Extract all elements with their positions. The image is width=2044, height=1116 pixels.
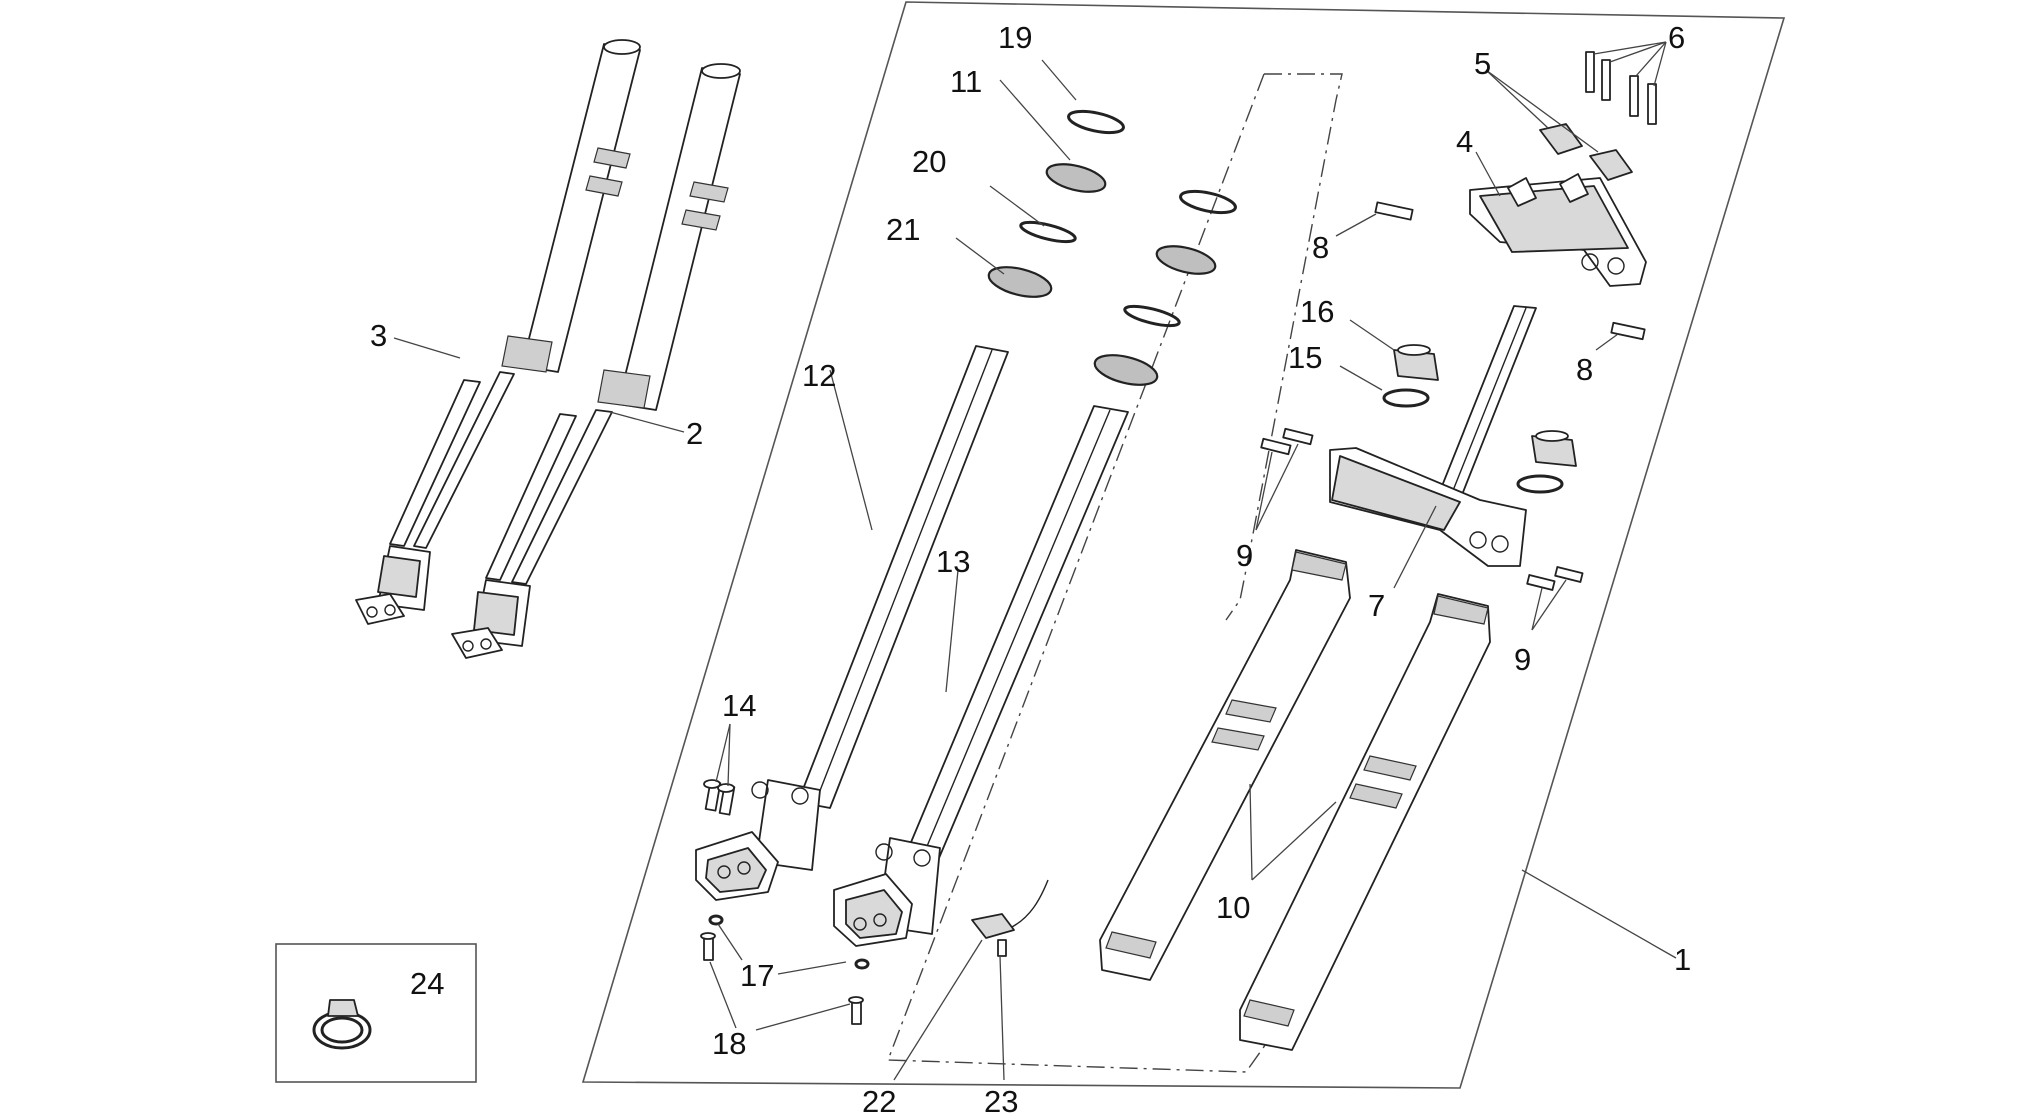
callout-2: 2 xyxy=(686,416,703,451)
callout-11: 11 xyxy=(950,64,982,99)
axle-clamp-12 xyxy=(695,779,821,901)
seal-rings-left xyxy=(987,109,1125,298)
bolts-14 xyxy=(703,779,736,816)
callout-19: 19 xyxy=(998,20,1032,55)
callout-17: 17 xyxy=(740,958,774,993)
callout-12: 12 xyxy=(802,358,836,393)
callout-13: 13 xyxy=(936,544,970,579)
callout-23: 23 xyxy=(984,1084,1018,1116)
axle-clamp-13 xyxy=(833,837,941,947)
screws-18 xyxy=(700,932,864,1025)
sensor-22 xyxy=(971,879,1049,957)
stanchion-tube-12 xyxy=(797,345,1009,809)
callout-15: 15 xyxy=(1288,340,1322,375)
callout-24: 24 xyxy=(410,966,444,1001)
washers-17 xyxy=(708,914,870,970)
callout-9-lower: 9 xyxy=(1514,642,1531,677)
callout-14: 14 xyxy=(722,688,756,723)
bolts-8 xyxy=(1374,201,1646,341)
fork-guard-left xyxy=(1099,549,1351,981)
callout-22: 22 xyxy=(862,1084,896,1116)
nut-right xyxy=(1516,430,1577,494)
bolts-9-lower xyxy=(1526,566,1584,591)
callout-9-upper: 9 xyxy=(1236,538,1253,573)
lower-triple-clamp-7 xyxy=(1329,447,1527,567)
part-24-frame xyxy=(275,943,477,1083)
assembly-centerline-lower xyxy=(886,73,1291,1073)
callout-16: 16 xyxy=(1300,294,1334,329)
callout-21: 21 xyxy=(886,212,920,247)
leader-lines xyxy=(393,41,1677,1081)
callout-3: 3 xyxy=(370,318,387,353)
fork-leg-assembled-right xyxy=(451,63,741,659)
bolts-6 xyxy=(1585,51,1657,125)
callout-20: 20 xyxy=(912,144,946,179)
nut-16 xyxy=(1382,344,1439,408)
callout-6: 6 xyxy=(1668,20,1685,55)
callout-5: 5 xyxy=(1474,46,1491,81)
callout-8-upper: 8 xyxy=(1312,230,1329,265)
callout-labels: 1 2 3 4 5 6 7 8 8 9 9 10 11 12 13 14 15 … xyxy=(370,20,1691,1116)
fork-guard-right xyxy=(1239,593,1491,1051)
kit-frame xyxy=(581,1,1786,1089)
callout-10: 10 xyxy=(1216,890,1250,925)
assembly-centerline xyxy=(1225,73,1343,621)
bolts-9-upper xyxy=(1260,427,1314,456)
callout-4: 4 xyxy=(1456,124,1473,159)
seal-rings-right xyxy=(1093,189,1237,386)
hose-clip-24 xyxy=(312,999,372,1050)
callout-1: 1 xyxy=(1674,942,1691,977)
callout-8-lower: 8 xyxy=(1576,352,1593,387)
fork-leg-assembled-left xyxy=(355,39,641,625)
upper-triple-clamp-4 xyxy=(1469,173,1647,287)
callout-7: 7 xyxy=(1368,588,1385,623)
risers-5 xyxy=(1539,123,1633,181)
callout-18: 18 xyxy=(712,1026,746,1061)
